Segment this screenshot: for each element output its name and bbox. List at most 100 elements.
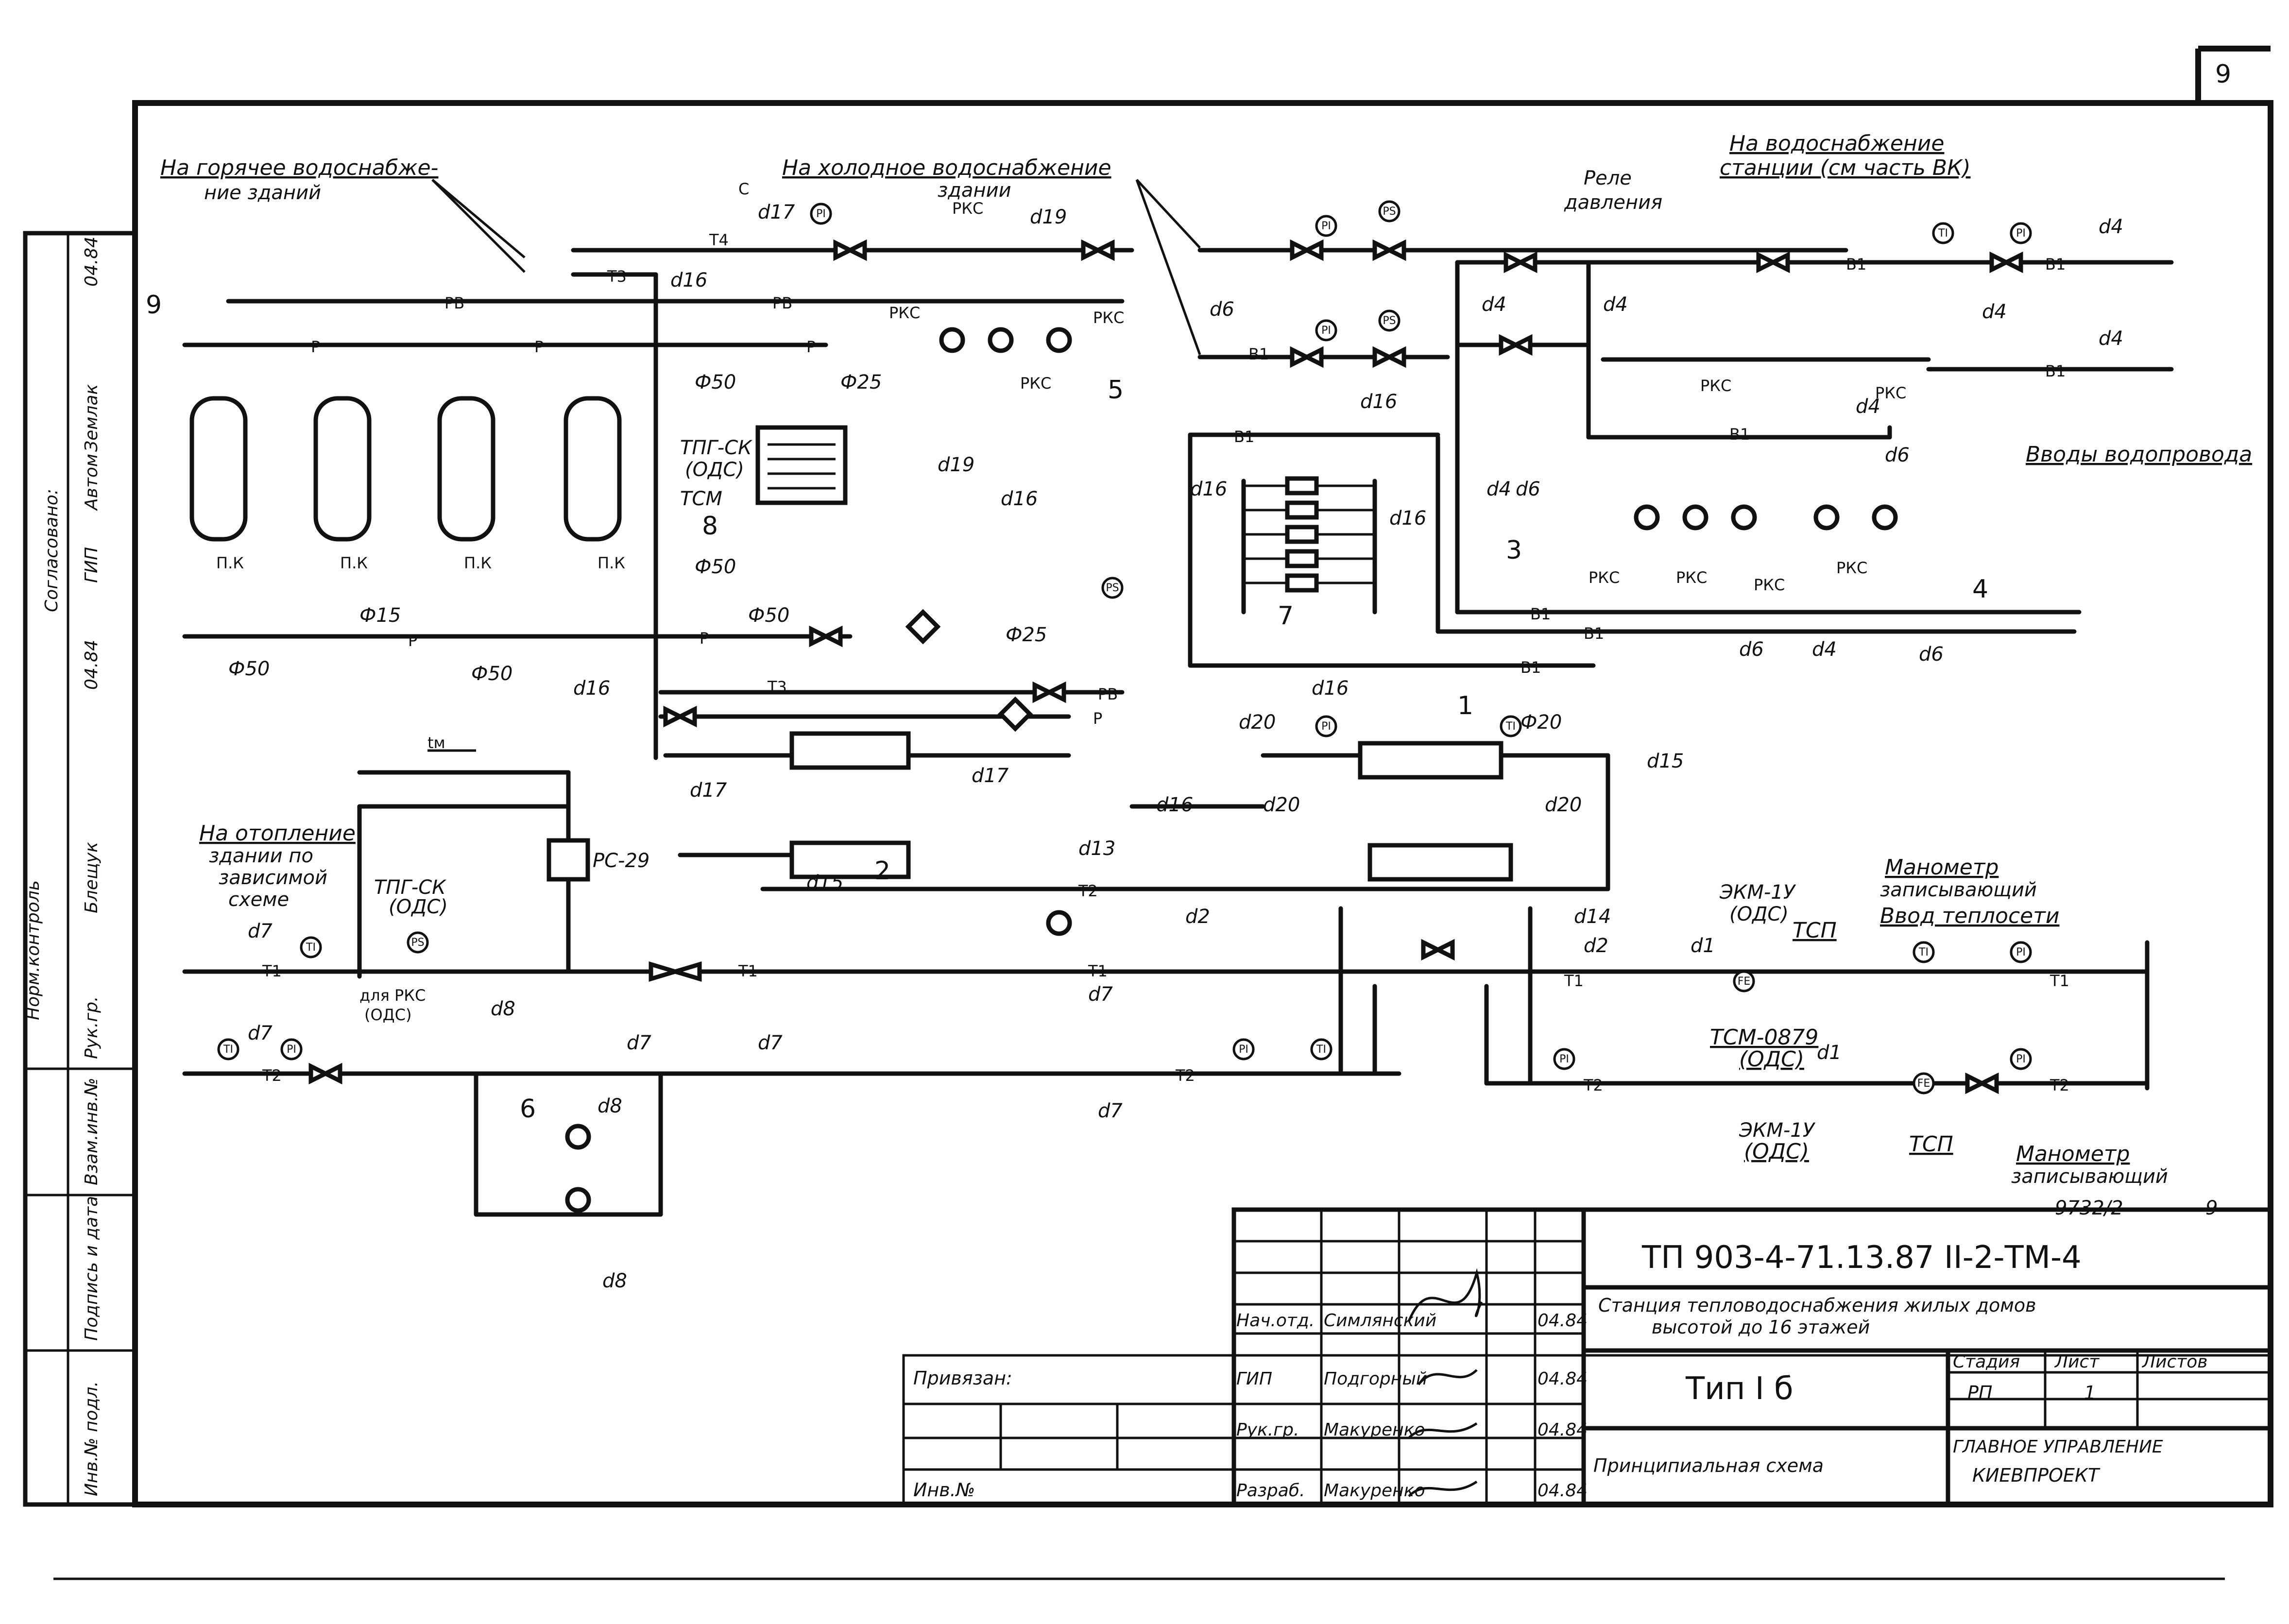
water-heaters xyxy=(189,396,622,542)
signatures xyxy=(1407,1268,1483,1497)
tsm0879-tag: ТСМ-0879 xyxy=(1710,1025,1818,1050)
manometer-recording-label: Манометр xyxy=(1885,855,1999,880)
pump-3b xyxy=(1682,504,1708,530)
pump-3a xyxy=(1634,504,1660,530)
pressure-gauge xyxy=(2010,1048,2032,1070)
svg-text:d6: d6 xyxy=(1516,478,1540,500)
svg-text:d1: d1 xyxy=(1691,935,1715,957)
heating-label-3: зависимой xyxy=(219,867,327,889)
inv-orig-label: Инв.№ подл. xyxy=(82,1381,102,1496)
heat-exchanger-left-lower xyxy=(789,840,911,879)
svg-text:Ф25: Ф25 xyxy=(1006,624,1047,646)
filter-1 xyxy=(905,609,941,645)
position-1: 1 xyxy=(1457,691,1473,720)
svg-text:РКС: РКС xyxy=(1676,568,1707,587)
svg-text:PI: PI xyxy=(1559,1053,1569,1065)
svg-text:Т3: Т3 xyxy=(607,267,627,286)
svg-text:TI: TI xyxy=(306,941,316,954)
svg-text:d7: d7 xyxy=(758,1032,783,1054)
svg-text:PS: PS xyxy=(411,937,424,949)
svg-text:PI: PI xyxy=(2016,946,2026,958)
replaced-label: Взам.инв.№ xyxy=(82,1077,102,1185)
org-name-2: КИЕВПРОЕКТ xyxy=(1972,1465,2101,1486)
pump-5b xyxy=(988,327,1014,353)
svg-text:d1: d1 xyxy=(1817,1042,1842,1064)
instruments: PI PI PS TI PI PI PS PS PI TI FE TI PI P… xyxy=(217,200,2032,1094)
svg-text:В1: В1 xyxy=(2045,362,2066,380)
pressure-gauge xyxy=(2010,941,2032,963)
distribution-manifold xyxy=(1244,476,1375,593)
pump-6a xyxy=(565,1124,591,1150)
svg-text:Р: Р xyxy=(806,338,816,356)
svg-text:d4: d4 xyxy=(1482,293,1506,316)
svg-text:TI: TI xyxy=(1938,227,1948,239)
svg-text:(ОДС): (ОДС) xyxy=(1739,1047,1804,1072)
drawing-code: ТП 903-4-71.13.87 II-2-ТМ-4 xyxy=(1641,1240,2082,1276)
svg-text:П.К: П.К xyxy=(464,554,492,572)
svg-text:(ОДС): (ОДС) xyxy=(1729,903,1789,925)
heating-label-2: здании по xyxy=(209,845,313,867)
pressure-gauge xyxy=(1232,1038,1255,1060)
pressure-regulator-rc29 xyxy=(547,838,590,882)
svg-text:(ОДС): (ОДС) xyxy=(685,459,744,481)
tsp-tag-2: ТСП xyxy=(1909,1132,1953,1157)
pressure-switch xyxy=(407,931,429,954)
svg-text:d16: d16 xyxy=(1001,488,1038,510)
stamp-name-2: Землак xyxy=(82,384,102,452)
heating-label: На отопление xyxy=(199,821,356,846)
svg-text:РКС: РКС xyxy=(1093,308,1124,327)
storage-tank xyxy=(755,425,848,505)
svg-text:(ОДС): (ОДС) xyxy=(364,1006,412,1024)
heating-label-4: схеме xyxy=(228,889,289,911)
svg-text:d4: d4 xyxy=(2099,327,2123,350)
svg-text:PI: PI xyxy=(2016,227,2026,239)
svg-text:Р: Р xyxy=(1093,709,1102,728)
heat-exchanger-right-upper xyxy=(1358,741,1503,780)
svg-text:d16: d16 xyxy=(1156,794,1193,816)
stamp-role-gip: ГИП xyxy=(82,547,102,583)
svg-text:РКС: РКС xyxy=(1836,559,1867,577)
svg-text:В1: В1 xyxy=(1729,425,1750,444)
date-2: 04.84 xyxy=(1537,1369,1588,1389)
svg-text:d16: d16 xyxy=(1360,391,1397,413)
stamp-date-2: 04.84 xyxy=(82,640,102,690)
thermometer xyxy=(300,936,322,958)
svg-text:d8: d8 xyxy=(598,1095,622,1117)
pressure-switch xyxy=(1378,200,1401,222)
sheets-header: Листов xyxy=(2141,1352,2207,1372)
svg-text:В1: В1 xyxy=(1248,345,1269,363)
pump-3c xyxy=(1731,504,1757,530)
org-name: ГЛАВНОЕ УПРАВЛЕНИЕ xyxy=(1953,1437,2163,1457)
svg-text:d6: d6 xyxy=(1919,643,1944,666)
svg-text:Ф50: Ф50 xyxy=(228,658,270,680)
svg-text:d20: d20 xyxy=(1545,794,1582,816)
pump-4a xyxy=(1813,504,1840,530)
svg-text:Т1: Т1 xyxy=(262,962,282,980)
diameter-labels: d17 d16 d19 d6 d4 d4 d4 d4 d4 d16 d16 d1… xyxy=(228,201,2123,1292)
svg-text:Р: Р xyxy=(408,632,417,650)
project-title-2: высотой до 16 этажей xyxy=(1652,1316,1870,1338)
pressure-switch xyxy=(1101,577,1124,599)
cold-water-label: На холодное водоснабжение xyxy=(782,155,1111,180)
stamp-role-avtom: Автом xyxy=(82,454,102,511)
svg-text:Т4: Т4 xyxy=(709,231,729,249)
position-5: 5 xyxy=(1108,376,1124,405)
svg-text:d7: d7 xyxy=(248,1022,273,1044)
thermometer xyxy=(1913,941,1935,963)
svg-text:TI: TI xyxy=(1918,946,1929,958)
svg-text:d7: d7 xyxy=(1098,1100,1123,1122)
svg-text:d2: d2 xyxy=(1185,906,1210,928)
svg-text:PI: PI xyxy=(816,208,826,220)
svg-text:d4: d4 xyxy=(1486,478,1511,500)
svg-text:d13: d13 xyxy=(1078,838,1115,860)
svg-text:П.К: П.К xyxy=(340,554,368,572)
filter-2 xyxy=(997,696,1033,732)
heat-input-label: Ввод теплосети xyxy=(1880,904,2059,928)
thermometer xyxy=(1932,222,1954,244)
svg-text:d7: d7 xyxy=(248,920,273,942)
svg-text:Т2: Т2 xyxy=(1175,1066,1195,1085)
stamp-role-rukgr: Рук.гр. xyxy=(82,996,102,1059)
svg-text:d17: d17 xyxy=(690,779,727,802)
svg-text:d16: d16 xyxy=(573,677,610,700)
